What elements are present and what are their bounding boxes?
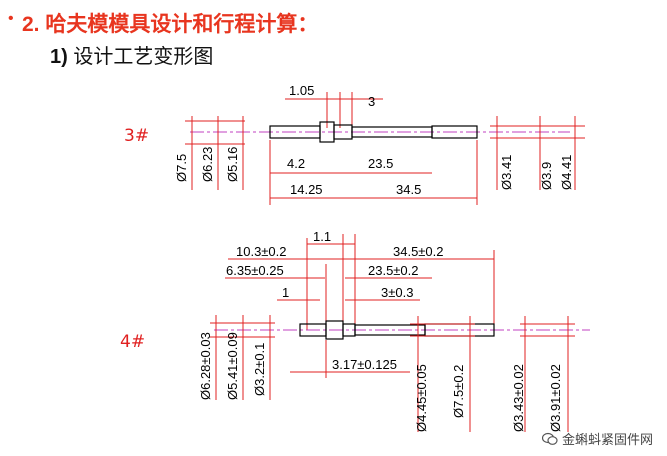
part4-dia-1: Ø6.28±0.03 <box>198 332 213 400</box>
watermark-text: 金蝌蚪紧固件网 <box>561 432 653 447</box>
part4-dia-2: Ø5.41±0.09 <box>225 332 240 400</box>
section-heading: 2. 哈夫模模具设计和行程计算： <box>22 13 319 36</box>
part3-len-d: 34.5 <box>396 182 421 197</box>
part4-dia-5: Ø7.5±0.2 <box>451 365 466 418</box>
part4-dim-b1: 3.17±0.125 <box>332 357 397 372</box>
part3-dia-3: Ø5.16 <box>225 147 240 182</box>
part3-dim-top-right: 3 <box>368 94 375 109</box>
part-3-label: 3# <box>124 126 149 146</box>
part3-dia-6: Ø4.41 <box>559 155 574 190</box>
subheading-number: 1) <box>50 46 68 68</box>
section-subheading: 1) 设计工艺变形图 <box>50 40 213 69</box>
part4-dim-t7: 3±0.3 <box>381 285 413 300</box>
part4-dim-t2: 10.3±0.2 <box>236 244 287 259</box>
part3-dia-5: Ø3.9 <box>539 162 554 190</box>
part4-dia-3: Ø3.2±0.1 <box>252 343 267 396</box>
part3-dia-1: Ø7.5 <box>174 154 189 182</box>
part4-dim-t3: 34.5±0.2 <box>393 244 444 259</box>
part3-dia-4: Ø3.41 <box>499 155 514 190</box>
watermark: 金蝌蚪紧固件网 <box>541 429 653 448</box>
part-3-drawing: 3# 1.05 3 Ø7.5 Ø6.23 Ø5.16 4.2 23.5 <box>124 83 585 205</box>
part4-dim-t1: 1.1 <box>313 229 331 244</box>
part3-dia-2: Ø6.23 <box>200 147 215 182</box>
part3-len-a: 4.2 <box>287 156 305 171</box>
part4-dia-7: Ø3.91±0.02 <box>548 364 563 432</box>
wechat-icon <box>541 432 558 445</box>
part4-dia-6: Ø3.43±0.02 <box>511 364 526 432</box>
part4-dim-t5: 23.5±0.2 <box>368 263 419 278</box>
subheading-text: 设计工艺变形图 <box>73 46 214 68</box>
part4-dim-t4: 6.35±0.25 <box>226 263 284 278</box>
part3-len-b: 23.5 <box>368 156 393 171</box>
part4-dim-t6: 1 <box>282 285 289 300</box>
part-4-drawing: 4# 1.1 10.3±0.2 34.5±0.2 6.35±0.25 23.5±… <box>120 229 590 432</box>
heading-bullet: • <box>8 10 14 27</box>
part3-dim-top-left: 1.05 <box>289 83 314 98</box>
part4-dia-4: Ø4.45±0.05 <box>414 364 429 432</box>
part3-len-c: 14.25 <box>290 182 323 197</box>
part-4-label: 4# <box>120 332 145 352</box>
